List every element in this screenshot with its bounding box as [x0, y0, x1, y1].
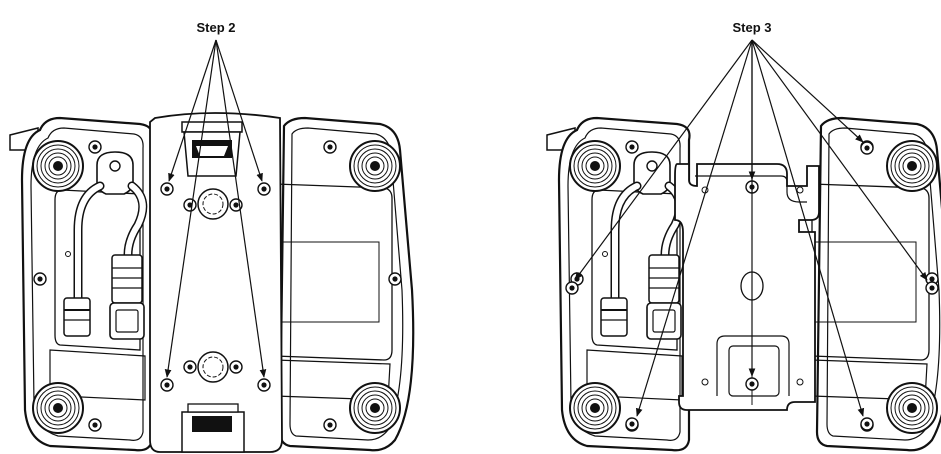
- step-2-label: Step 2: [196, 20, 235, 35]
- screw: [860, 417, 874, 431]
- step-2-view: Step 2: [10, 20, 413, 452]
- screw: [860, 141, 874, 155]
- center-plate: [149, 112, 283, 453]
- center-ring-top: [197, 188, 229, 220]
- screw: [565, 281, 579, 295]
- small-bolt: [229, 360, 243, 374]
- top-handle: [181, 121, 243, 177]
- screw: [745, 377, 759, 391]
- step-3-view: Step 3: [547, 20, 941, 450]
- small-bolt: [183, 198, 197, 212]
- small-bolt: [183, 360, 197, 374]
- screw: [925, 281, 939, 295]
- screw: [257, 182, 271, 196]
- center-ring-bottom: [197, 351, 229, 383]
- step-3-arrows: [574, 39, 928, 417]
- screw: [160, 182, 174, 196]
- screw: [160, 378, 174, 392]
- step-3-label: Step 3: [732, 20, 771, 35]
- step-2-arrows: [164, 39, 267, 378]
- screw: [257, 378, 271, 392]
- bottom-handle: [181, 403, 245, 453]
- screw: [625, 417, 639, 431]
